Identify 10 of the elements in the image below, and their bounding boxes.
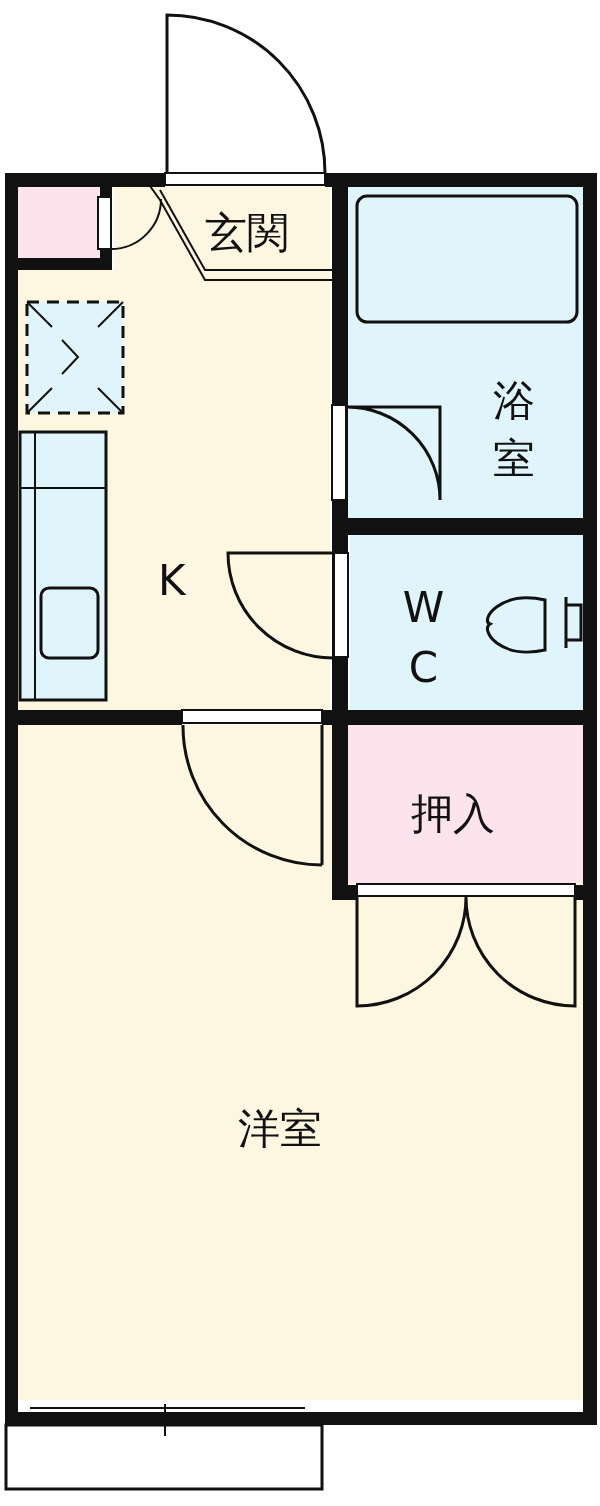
room-label: W C — [401, 582, 446, 694]
room-area — [348, 725, 583, 883]
room-area — [350, 535, 583, 710]
room-label: 押入 — [411, 793, 495, 835]
room-label: K — [158, 560, 186, 602]
room-label: 玄関 — [205, 212, 289, 254]
room-label: 浴室 — [492, 375, 536, 485]
room-area — [18, 725, 583, 1400]
room-area — [114, 187, 330, 270]
room-label: 洋室 — [238, 1108, 322, 1150]
